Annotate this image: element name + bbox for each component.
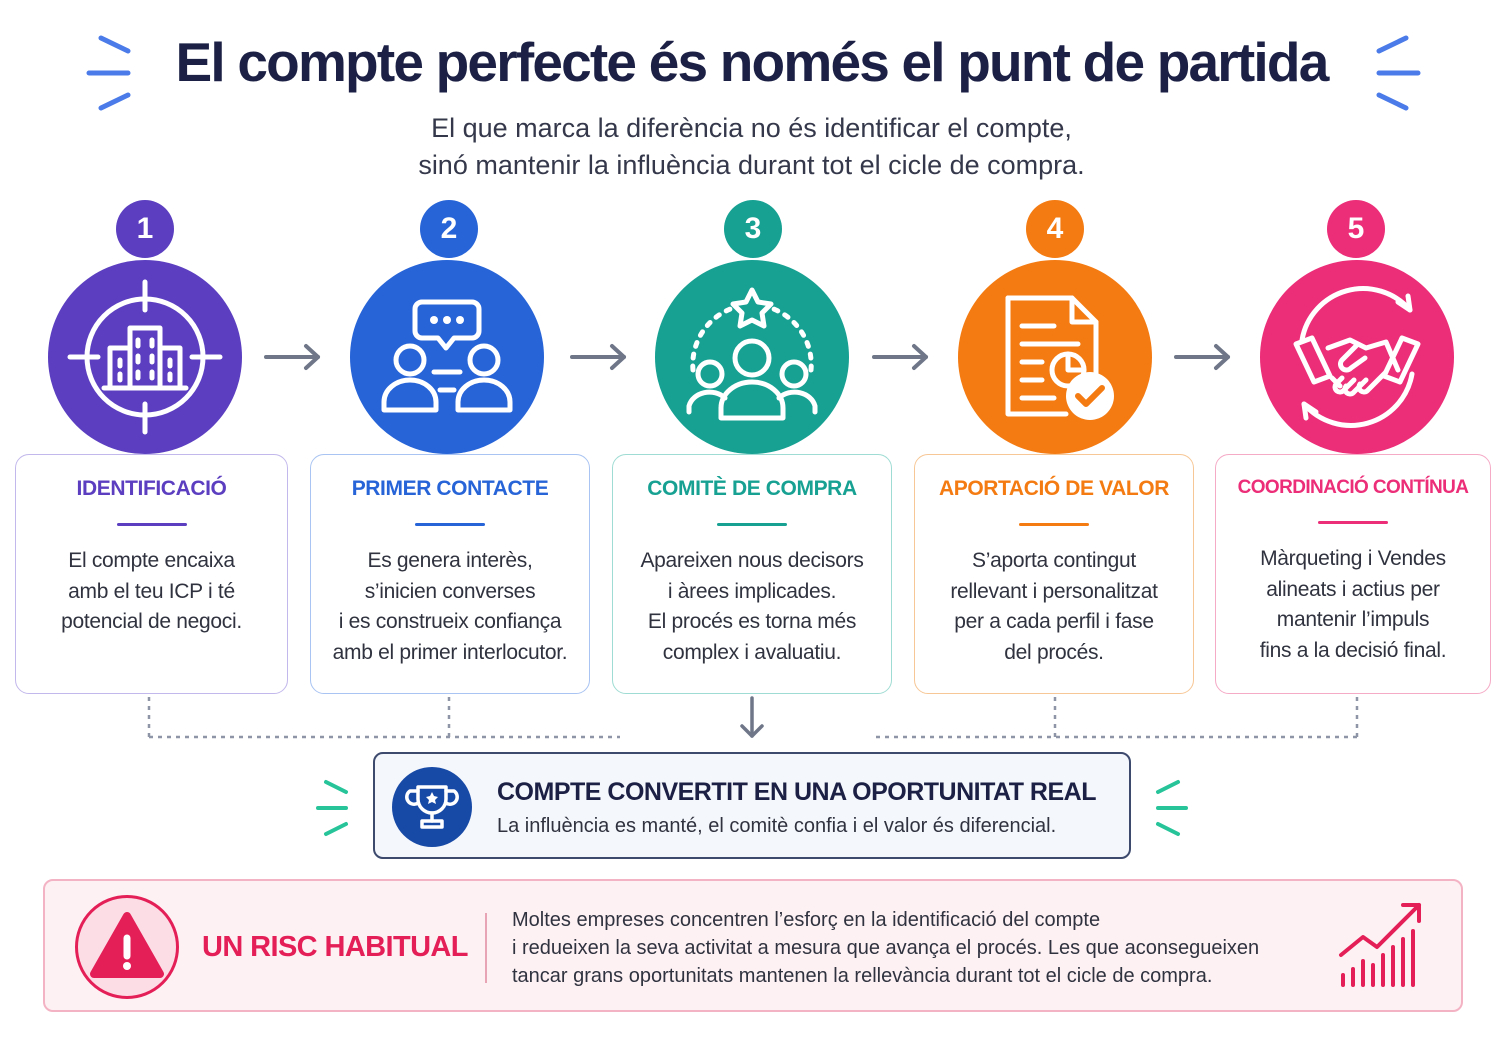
risk-box: UN RISC HABITUAL Moltes empreses concent… — [43, 879, 1463, 1012]
building-target-icon — [67, 279, 223, 435]
subtitle-line-1: El que marca la diferència no és identif… — [431, 113, 1072, 143]
risk-icon-circle — [75, 895, 179, 999]
step-3-number: 3 — [724, 200, 782, 258]
step-1-card: IDENTIFICACIÓ El compte encaixa amb el t… — [15, 454, 288, 694]
step-3-card: COMITÈ DE COMPRA Apareixen nous decisors… — [612, 454, 892, 694]
step-1-title: IDENTIFICACIÓ — [76, 477, 227, 500]
result-icon-circle — [392, 767, 472, 847]
step-1-description: El compte encaixa amb el teu ICP i té po… — [61, 549, 242, 633]
step-arrow-3-icon — [872, 344, 928, 370]
step-4-description: S’aporta contingut rellevant i personali… — [950, 549, 1158, 664]
result-description: La influència es manté, el comitè confia… — [497, 815, 1057, 837]
page-title: El compte perfecte és només el punt de p… — [175, 31, 1330, 93]
step-4-icon-circle — [958, 260, 1152, 454]
step-4-number: 4 — [1026, 200, 1084, 258]
step-arrow-4-icon — [1174, 344, 1230, 370]
step-2-icon-circle — [350, 260, 544, 454]
step-1-underline — [116, 523, 187, 526]
growth-chart-icon — [1339, 903, 1421, 987]
document-check-icon — [1005, 295, 1114, 420]
step-5-title: COORDINACIÓ CONTÍNUA — [1237, 477, 1469, 498]
page-subtitle: El que marca la diferència no és identif… — [0, 110, 1503, 184]
subtitle-line-2: sinó mantenir la influència durant tot e… — [418, 150, 1085, 180]
warning-icon — [90, 912, 164, 978]
step-2-number: 2 — [420, 200, 478, 258]
step-2-underline — [415, 523, 485, 526]
step-5-icon-circle — [1260, 260, 1454, 454]
step-arrow-2-icon — [570, 344, 626, 370]
step-5-underline — [1318, 521, 1388, 524]
step-5-card: COORDINACIÓ CONTÍNUA Màrqueting i Vendes… — [1215, 454, 1491, 694]
committee-icon — [686, 287, 818, 421]
result-accent-right-icon — [1156, 780, 1188, 836]
title-accent-right-icon — [1376, 35, 1421, 111]
step-2-title: PRIMER CONTACTE — [351, 477, 549, 500]
result-accent-left-icon — [316, 780, 348, 836]
step-2-description: Es genera interès, s’inicien converses i… — [332, 549, 568, 664]
risk-text: Moltes empreses concentren l’esforç en l… — [512, 909, 1260, 987]
step-1-number: 1 — [116, 200, 174, 258]
card-connectors — [147, 696, 1359, 739]
step-3-icon-circle — [655, 260, 849, 454]
step-2-card: PRIMER CONTACTE Es genera interès, s’ini… — [310, 454, 590, 694]
risk-divider — [485, 913, 487, 983]
title-accent-left-icon — [86, 35, 131, 111]
step-3-underline — [717, 523, 787, 526]
step-4-title: APORTACIÓ DE VALOR — [938, 477, 1170, 500]
step-3-description: Apareixen nous decisors i àrees implicad… — [640, 549, 864, 664]
step-3-title: COMITÈ DE COMPRA — [647, 477, 857, 500]
step-5-description: Màrqueting i Vendes alineats i actius pe… — [1259, 547, 1447, 662]
result-title: COMPTE CONVERTIT EN UNA OPORTUNITAT REAL — [497, 778, 1096, 806]
conversation-icon — [381, 299, 513, 413]
handshake-cycle-icon — [1293, 286, 1421, 428]
step-4-card: APORTACIÓ DE VALOR S’aporta contingut re… — [914, 454, 1194, 694]
step-1-icon-circle — [48, 260, 242, 454]
risk-title: UN RISC HABITUAL — [202, 931, 468, 963]
trophy-icon — [405, 785, 459, 829]
step-4-underline — [1019, 523, 1089, 526]
step-5-number: 5 — [1327, 200, 1385, 258]
result-box: COMPTE CONVERTIT EN UNA OPORTUNITAT REAL… — [373, 752, 1131, 859]
step-arrow-1-icon — [264, 344, 320, 370]
